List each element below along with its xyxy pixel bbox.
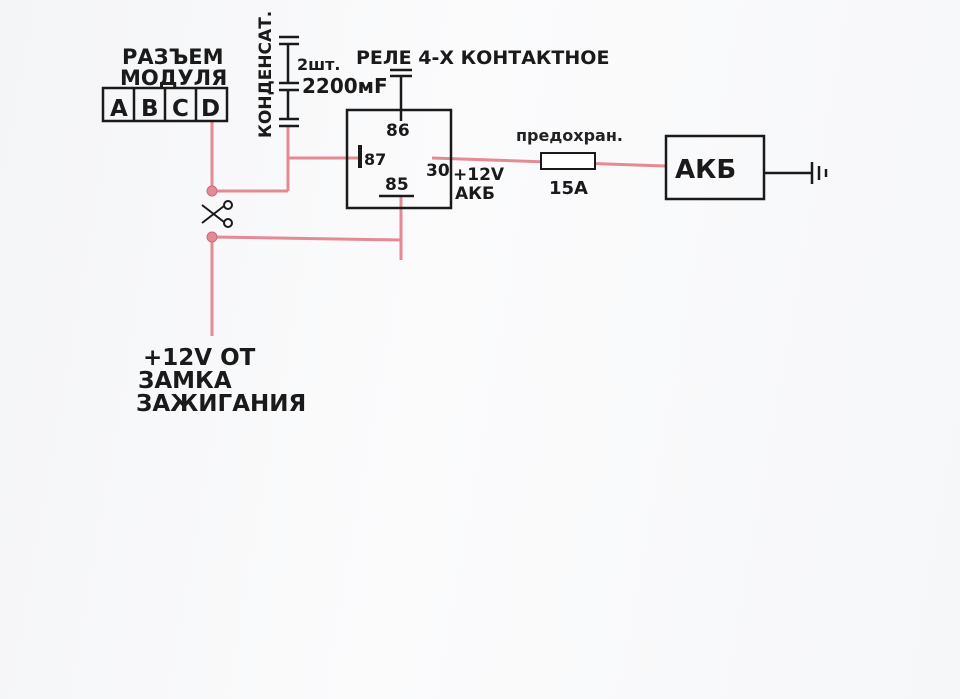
ground-icon — [810, 162, 828, 184]
fuse-body — [540, 152, 596, 170]
module-connector: РАЗЪЕМ МОДУЛЯ A B C D — [101, 45, 229, 123]
capacitor-symbol — [279, 35, 299, 128]
relay-top-lead — [390, 68, 412, 121]
relay-4-pin: РЕЛЕ 4-Х КОНТАКТНОЕ 86 87 30 85 +12V АКБ — [345, 47, 609, 210]
capacitor-value: 2200мF — [302, 74, 388, 98]
junction-upper — [206, 185, 218, 197]
relay-body — [345, 108, 453, 210]
fuse: предохран. 15А — [516, 126, 623, 199]
ignition-line1: +12V ОТ — [143, 345, 256, 371]
junction-lower — [206, 231, 218, 243]
relay-pin-87: 87 — [364, 150, 386, 169]
connector-pin-a: A — [110, 96, 128, 122]
fuse-label: предохран. — [516, 126, 623, 145]
battery: АКБ — [664, 134, 828, 201]
fuse-rating: 15А — [549, 178, 588, 199]
ignition-line3: ЗАЖИГАНИЯ — [136, 391, 306, 417]
relay-pin-86: 86 — [386, 121, 410, 141]
ignition-line2: ЗАМКА — [138, 368, 232, 394]
relay-pin-30: 30 — [426, 161, 450, 181]
connector-pin-b: B — [141, 96, 159, 122]
battery-body — [664, 134, 766, 201]
capacitor-count: 2шт. — [297, 55, 340, 74]
capacitor-label: КОНДЕНСАТ. — [256, 11, 276, 138]
relay-pin30-note-line1: +12V — [453, 165, 505, 185]
relay-title: РЕЛЕ 4-Х КОНТАКТНОЕ — [356, 47, 609, 69]
ignition-label: +12V ОТ ЗАМКА ЗАЖИГАНИЯ — [136, 345, 306, 417]
relay-pin-85: 85 — [385, 175, 409, 195]
battery-label: АКБ — [675, 155, 736, 185]
connector-title-line2: МОДУЛЯ — [120, 66, 227, 90]
scissors-icon — [201, 200, 233, 228]
connector-title-line1: РАЗЪЕМ — [122, 45, 224, 69]
wires — [210, 121, 667, 336]
capacitor-group: КОНДЕНСАТ. 2шт. 2200мF — [256, 11, 388, 138]
connector-pin-c: C — [172, 96, 189, 122]
relay-pin30-note-line2: АКБ — [455, 184, 495, 204]
wire-to-pin-85 — [211, 235, 402, 242]
connector-pin-d: D — [201, 96, 220, 122]
